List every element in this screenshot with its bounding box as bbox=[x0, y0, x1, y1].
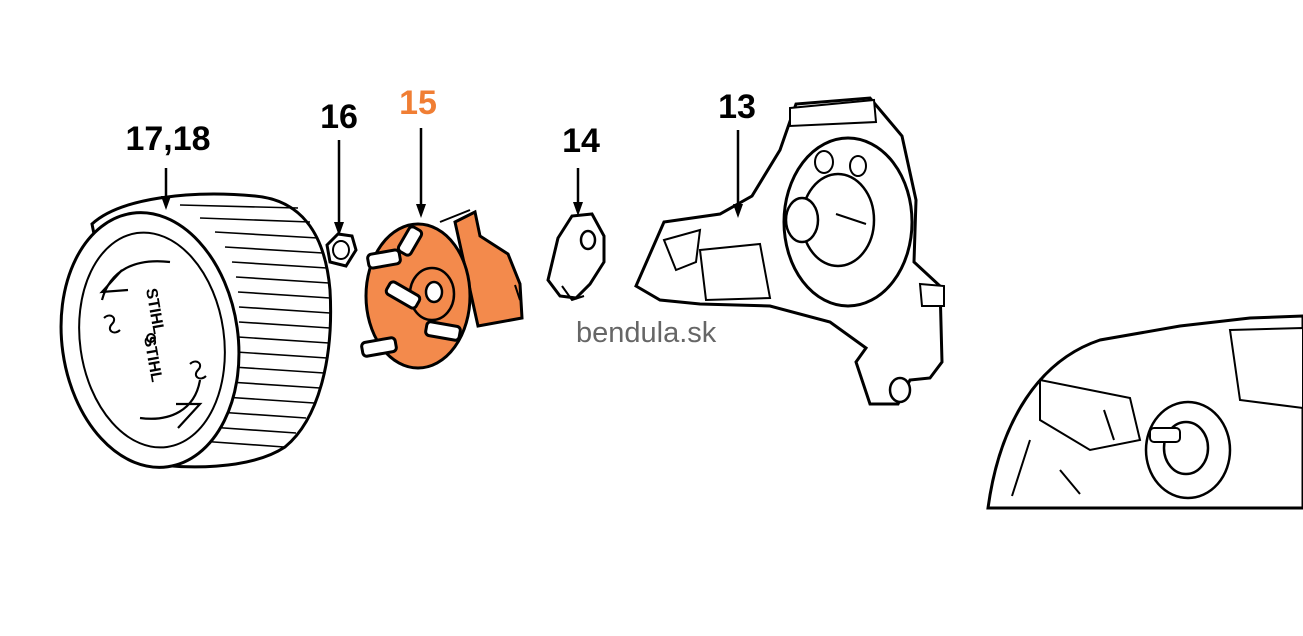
callout-label-17-18: 17,18 bbox=[125, 120, 210, 158]
bracket-drawing bbox=[546, 212, 606, 302]
air-filter-drawing bbox=[59, 192, 333, 469]
housing-drawing bbox=[634, 96, 945, 406]
watermark-text: bendula.sk bbox=[576, 317, 717, 349]
rotor-drawing-highlighted bbox=[360, 209, 524, 370]
callout-label-16: 16 bbox=[320, 98, 358, 136]
callout-label-15-highlighted: 15 bbox=[399, 84, 437, 122]
leader-arrowheads bbox=[161, 196, 743, 236]
engine-block-drawing bbox=[986, 314, 1303, 510]
nut-drawing bbox=[325, 232, 358, 268]
callout-label-13: 13 bbox=[718, 88, 756, 126]
callout-label-14: 14 bbox=[562, 122, 600, 160]
